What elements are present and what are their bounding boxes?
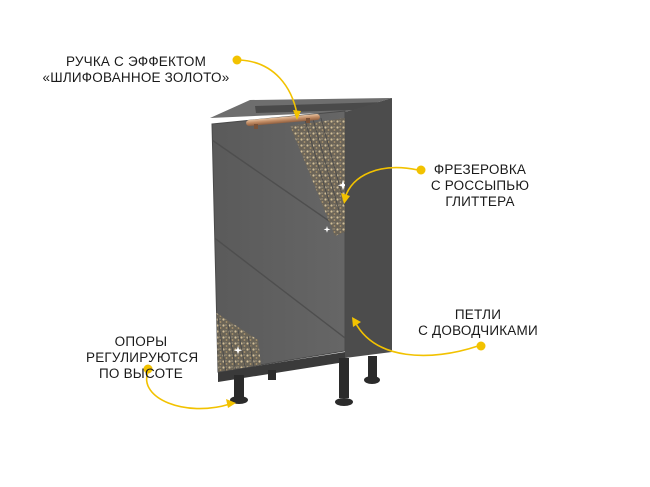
callout-milling-label: ФРЕЗЕРОВКА С РОССЫПЬЮ ГЛИТТЕРА — [424, 162, 536, 210]
callout-milling-line1: ФРЕЗЕРОВКА — [433, 162, 527, 177]
arrow-milling — [344, 166, 419, 199]
arrow-handle — [239, 59, 298, 115]
glitter-strip-bottom — [212, 310, 262, 372]
sparkles — [233, 180, 345, 355]
callout-dots — [143, 55, 486, 374]
cabinet-plinth — [218, 352, 345, 382]
glitter-strip-top — [290, 118, 345, 236]
callout-milling-line2: С РОССЫПЬЮ — [430, 178, 530, 193]
cabinet-top-inner — [255, 102, 385, 113]
callout-milling-line3: ГЛИТТЕРА — [445, 194, 515, 209]
callout-arrowheads — [226, 110, 361, 408]
milling-bands — [212, 117, 345, 372]
callout-legs-line1: ОПОРЫ — [114, 334, 168, 349]
callout-legs-label: ОПОРЫ РЕГУЛИРУЮТСЯ ПО ВЫСОТЕ — [86, 334, 199, 382]
callout-handle-line2: «ШЛИФОВАННОЕ ЗОЛОТО» — [42, 70, 230, 85]
callout-legs-line2: РЕГУЛИРУЮТСЯ — [86, 350, 199, 365]
callout-hinges-line1: ПЕТЛИ — [454, 307, 502, 322]
cabinet-legs — [230, 356, 380, 406]
cabinet-side — [345, 98, 392, 358]
callout-legs-line3: ПО ВЫСОТЕ — [99, 366, 183, 381]
arrow-legs — [145, 371, 231, 410]
callout-handle-label: РУЧКА С ЭФФЕКТОМ «ШЛИФОВАННОЕ ЗОЛОТО» — [36, 54, 236, 86]
arrow-hinges — [354, 321, 479, 357]
callout-arrows — [145, 59, 479, 410]
callout-handle-line1: РУЧКА С ЭФФЕКТОМ — [65, 54, 207, 69]
door-handle — [246, 114, 320, 129]
cabinet — [210, 98, 392, 406]
callout-hinges-label: ПЕТЛИ С ДОВОДЧИКАМИ — [410, 307, 546, 339]
callout-hinges-line2: С ДОВОДЧИКАМИ — [418, 323, 538, 338]
